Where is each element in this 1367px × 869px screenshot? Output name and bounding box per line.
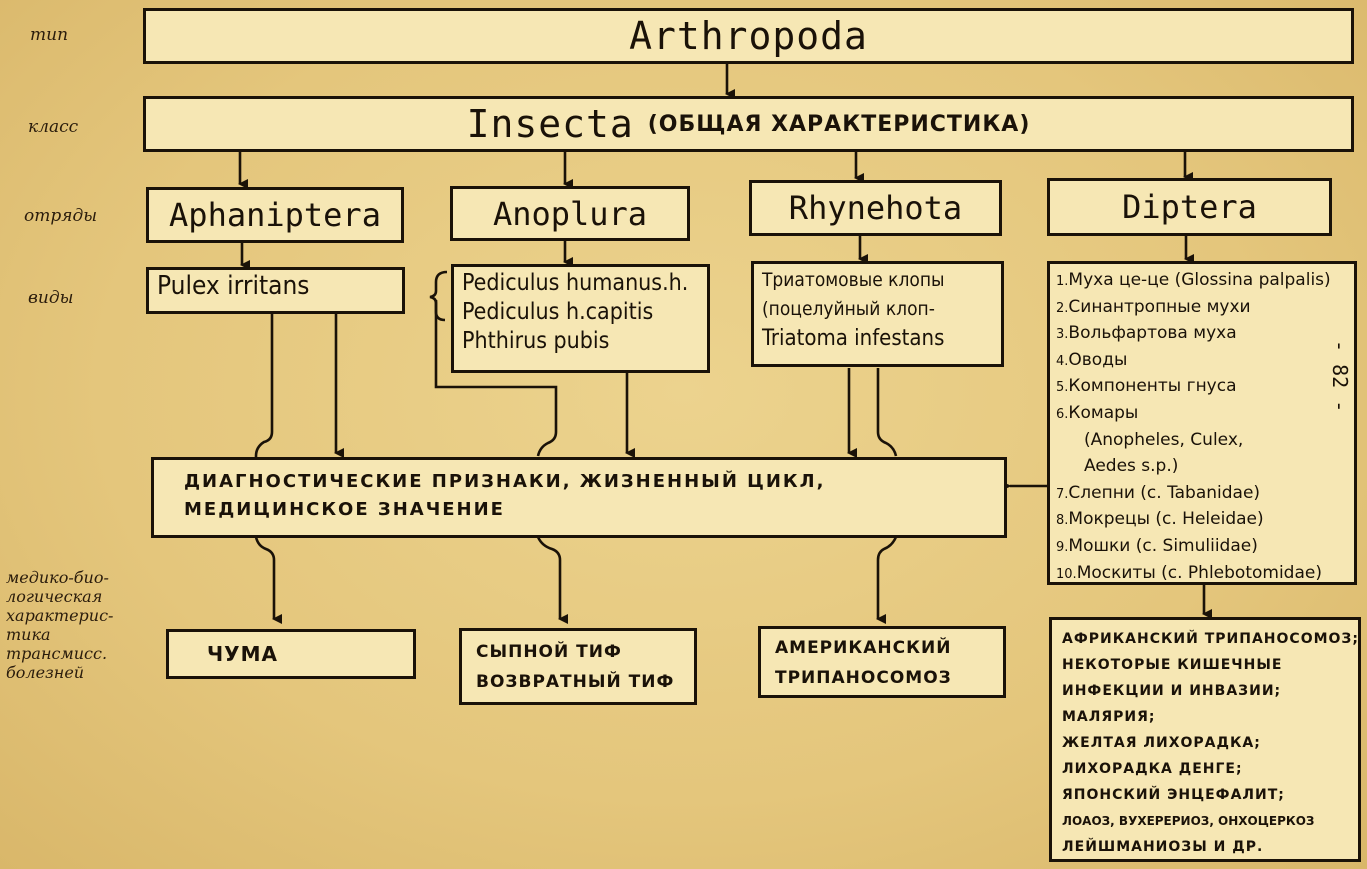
arrow-diagnostic-plague xyxy=(254,536,282,624)
diptera-species-item: (Anopheles, Culex, xyxy=(1084,429,1244,450)
class-box: Insecta (общая характеристика) xyxy=(143,96,1354,152)
medical-label-line: характерис- xyxy=(6,606,114,625)
diptera-species-item: 6.Комары xyxy=(1056,402,1139,423)
order-name-diptera: Diptera xyxy=(1122,188,1257,226)
phylum-box: Arthropoda xyxy=(143,8,1354,64)
diagnostic-box: Диагностические признаки, жизненный цикл… xyxy=(151,457,1007,538)
arrow-diagnostic-chagas xyxy=(876,536,898,624)
species-name: Pediculus humanus.h. xyxy=(462,270,689,296)
order-name-anoplura: Anoplura xyxy=(492,194,648,233)
row-label-phylum: тип xyxy=(30,25,69,45)
disease-box-diptera: Африканский трипаносомоз; Некоторые кише… xyxy=(1049,617,1361,862)
wire-pulex-left xyxy=(254,313,274,458)
disease-box-anoplura: Сыпной тиф Возвратный тиф xyxy=(459,628,697,705)
wire-anoplura-left xyxy=(434,300,558,457)
diptera-species-item: 3.Вольфартова муха xyxy=(1056,323,1237,344)
arrow-diagnostic-typhus xyxy=(536,536,568,624)
row-label-species: виды xyxy=(28,288,74,308)
medical-label-line: трансмисс. xyxy=(6,644,108,663)
row-label-class: класс xyxy=(28,117,79,137)
medical-label-line: болезней xyxy=(6,663,85,682)
class-note: (общая характеристика) xyxy=(647,111,1031,137)
disease-name: Чума xyxy=(207,642,278,666)
anoplura-bracket xyxy=(429,270,448,322)
species-name: Triatoma infestans xyxy=(762,326,945,351)
species-box-rhynchota: Триатомовые клопы (поцелуйный клоп- Tria… xyxy=(751,261,1004,367)
medical-label-line: медико-био- xyxy=(6,568,109,587)
disease-name: Малярия; xyxy=(1062,709,1156,725)
diagnostic-text: медицинское значение xyxy=(184,499,505,520)
order-box-diptera: Diptera xyxy=(1047,178,1332,236)
order-name-aphaniptera: Aphaniptera xyxy=(169,196,381,234)
diptera-species-list: 1.Муха це-це (Glossina palpalis) 2.Синан… xyxy=(1050,264,1354,583)
disease-name: Лихорадка Денге; xyxy=(1062,761,1243,777)
disease-name: Лоаоз, вухерериоз, онхоцеркоз xyxy=(1062,814,1315,828)
medical-label-line: логическая xyxy=(6,587,103,606)
species-name: Phthirus pubis xyxy=(462,328,610,354)
disease-name: Американский xyxy=(775,638,952,658)
disease-name: трипаносомоз xyxy=(775,668,952,688)
diptera-species-item: 4.Оводы xyxy=(1056,349,1128,370)
class-name: Insecta xyxy=(466,102,634,146)
medical-label-line: тика xyxy=(6,625,51,644)
phylum-name: Arthropoda xyxy=(629,14,868,58)
disease-name: инфекции и инвазии; xyxy=(1062,683,1282,699)
species-name: Триатомовые клопы xyxy=(762,269,945,291)
disease-box-rhynchota: Американский трипаносомоз xyxy=(758,626,1006,698)
order-name-rhynchota: Rhynehota xyxy=(788,189,963,227)
species-name: (поцелуйный клоп- xyxy=(762,298,935,320)
diptera-species-item: 7.Слепни (с. Tabanidae) xyxy=(1056,482,1261,503)
order-box-rhynchota: Rhynehota xyxy=(749,180,1002,236)
row-label-medical: медико-био- логическая характерис- тика … xyxy=(6,568,113,682)
diptera-species-item: Aedes s.p.) xyxy=(1084,456,1179,477)
disease-box-aphaniptera: Чума xyxy=(166,629,416,679)
diptera-species-item: 2.Синантропные мухи xyxy=(1056,296,1251,317)
order-box-anoplura: Anoplura xyxy=(450,186,690,241)
species-box-aphaniptera: Pulex irritans xyxy=(146,267,405,314)
disease-name: Возвратный тиф xyxy=(476,672,675,692)
disease-name: Желтая лихорадка; xyxy=(1062,735,1261,751)
diptera-species-item: 9.Мошки (с. Simuliidae) xyxy=(1056,535,1258,556)
order-box-aphaniptera: Aphaniptera xyxy=(146,187,404,243)
disease-name: Некоторые кишечные xyxy=(1062,657,1283,673)
page-number: - 82 - xyxy=(1328,340,1352,413)
diptera-species-item: 8.Мокрецы (с. Heleidae) xyxy=(1056,509,1264,530)
disease-name: Лейшманиозы и др. xyxy=(1062,839,1264,855)
diptera-species-item: 10.Москиты (с. Phlebotomidae) xyxy=(1056,562,1322,583)
disease-name: Сыпной тиф xyxy=(476,642,622,662)
species-box-diptera: 1.Муха це-це (Glossina palpalis) 2.Синан… xyxy=(1047,261,1357,585)
row-label-orders: отряды xyxy=(24,206,98,226)
wire-rhynchota-right xyxy=(876,368,898,457)
species-box-anoplura: Pediculus humanus.h. Pediculus h.capitis… xyxy=(451,264,710,373)
diptera-species-item: 5.Компоненты гнуса xyxy=(1056,376,1237,397)
disease-name: Японский энцефалит; xyxy=(1062,787,1285,803)
disease-name: Африканский трипаносомоз; xyxy=(1062,631,1359,647)
species-name: Pediculus h.capitis xyxy=(462,299,654,325)
diptera-species-item: 1.Муха це-це (Glossina palpalis) xyxy=(1056,270,1331,290)
diagnostic-text: Диагностические признаки, жизненный цикл… xyxy=(184,471,826,492)
species-name: Pulex irritans xyxy=(157,271,310,301)
